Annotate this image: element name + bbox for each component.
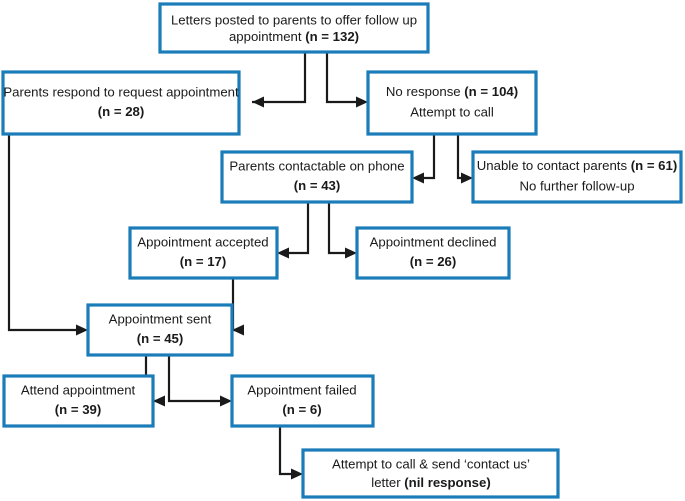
no-response-line1: No response (n = 104): [386, 84, 518, 99]
node-letters-posted-to-parents[interactable]: Letters posted to parents to offer follo…: [158, 2, 430, 54]
attend-appointment-box[interactable]: [2, 374, 155, 428]
letters-posted-line1: Letters posted to parents to offer follo…: [171, 12, 417, 27]
edge-letters-to-no-response: [325, 52, 368, 108]
unable-contact-box[interactable]: [471, 150, 683, 204]
edge-sent-to-failed: [167, 355, 232, 407]
parents-contactable-count: (n = 43): [294, 178, 341, 193]
node-no-response[interactable]: No response (n = 104) Attempt to call: [366, 70, 538, 136]
attempt-call-nil-response: (nil response): [404, 475, 490, 490]
appointment-sent-box[interactable]: [86, 303, 234, 357]
appointment-accepted-box[interactable]: [128, 226, 279, 280]
appointment-accepted-line1: Appointment accepted: [137, 234, 268, 249]
parents-respond-box[interactable]: [1, 70, 241, 136]
parents-contactable-line1: Parents contactable on phone: [229, 158, 404, 173]
edge-accepted-to-appointment-sent: [231, 278, 244, 336]
edge-failed-to-attempt-call: [278, 426, 303, 480]
letters-posted-line2: appointment (n = 132): [229, 29, 359, 44]
parents-respond-line1: Parents respond to request appointment: [3, 84, 239, 99]
edge-letters-to-parents-respond: [252, 52, 307, 108]
appointment-accepted-count: (n = 17): [180, 254, 227, 269]
no-response-box[interactable]: [366, 70, 538, 136]
attempt-call-letter-label: letter: [371, 475, 404, 490]
appointment-failed-count: (n = 6): [282, 402, 321, 417]
edge-contactable-to-declined: [327, 202, 357, 259]
attend-appointment-count: (n = 39): [55, 402, 102, 417]
letters-posted-count: (n = 132): [305, 29, 359, 44]
attempt-call-contact-us-box[interactable]: [301, 448, 560, 499]
parents-respond-line2: (n = 28): [98, 104, 145, 119]
edge-no-response-to-parents-contactable: [412, 134, 436, 184]
appointment-declined-count: (n = 26): [410, 254, 457, 269]
appointment-failed-line1: Appointment failed: [247, 382, 356, 397]
node-attend-appointment[interactable]: Attend appointment (n = 39): [2, 374, 155, 428]
appointment-sent-count: (n = 45): [137, 331, 184, 346]
letters-posted-box[interactable]: [158, 2, 430, 54]
unable-contact-label: Unable to contact parents: [477, 158, 631, 173]
attempt-call-line2: letter (nil response): [371, 475, 490, 490]
no-response-count: (n = 104): [464, 84, 518, 99]
node-appointment-accepted[interactable]: Appointment accepted (n = 17): [128, 226, 279, 280]
node-parents-contactable[interactable]: Parents contactable on phone (n = 43): [220, 150, 414, 204]
unable-contact-line2: No further follow-up: [519, 178, 634, 193]
appointment-failed-box[interactable]: [230, 374, 375, 428]
node-appointment-sent[interactable]: Appointment sent (n = 45): [86, 303, 234, 357]
unable-contact-line1: Unable to contact parents (n = 61): [477, 158, 678, 173]
edge-parents-respond-to-appointment-sent: [7, 134, 88, 336]
node-appointment-declined[interactable]: Appointment declined (n = 26): [355, 226, 511, 280]
node-appointment-failed[interactable]: Appointment failed (n = 6): [230, 374, 375, 428]
unable-contact-count: (n = 61): [631, 158, 678, 173]
parents-contactable-box[interactable]: [220, 150, 414, 204]
no-response-label: No response: [386, 84, 464, 99]
parents-respond-count: (n = 28): [98, 104, 145, 119]
node-unable-contact[interactable]: Unable to contact parents (n = 61) No fu…: [471, 150, 683, 204]
no-response-line2: Attempt to call: [410, 104, 494, 119]
edge-no-response-to-unable-contact: [456, 134, 473, 184]
attend-appointment-line1: Attend appointment: [21, 382, 136, 397]
appointment-declined-line2: (n = 26): [410, 254, 457, 269]
edge-contactable-to-accepted: [277, 202, 310, 259]
attend-appointment-line2: (n = 39): [55, 402, 102, 417]
node-attempt-call-contact-us[interactable]: Attempt to call & send ‘contact us’ lett…: [301, 448, 560, 499]
node-parents-respond[interactable]: Parents respond to request appointment (…: [1, 70, 241, 136]
letters-posted-line2-plain: appointment: [229, 29, 305, 44]
appointment-sent-line1: Appointment sent: [109, 311, 212, 326]
appointment-accepted-line2: (n = 17): [180, 254, 227, 269]
appointment-declined-line1: Appointment declined: [370, 234, 497, 249]
parents-contactable-line2: (n = 43): [294, 178, 341, 193]
appointment-declined-box[interactable]: [355, 226, 511, 280]
attempt-call-line1: Attempt to call & send ‘contact us’: [332, 456, 530, 471]
appointment-sent-line2: (n = 45): [137, 331, 184, 346]
appointment-failed-line2: (n = 6): [282, 402, 321, 417]
